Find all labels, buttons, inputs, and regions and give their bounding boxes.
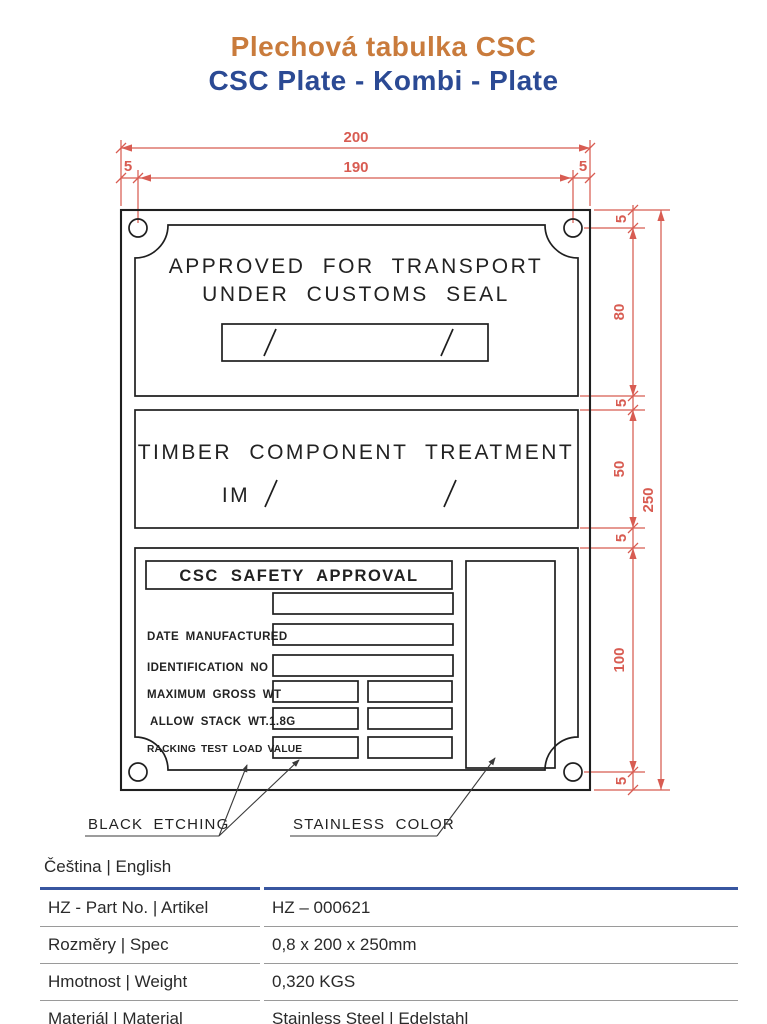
dimension-lines-top: 200 190 5 5 [115,129,596,223]
spec-label-weight: Hmotnost | Weight [40,963,260,1000]
callout-black-etching: BLACK ETCHING [85,759,300,837]
spec-value-part-no: HZ – 000621 [264,887,738,926]
mounting-hole-top-right [563,218,583,238]
slash-mark [440,328,454,357]
field-label-maximum-gross-wt: MAXIMUM GROSS WT [147,689,281,701]
customs-seal-line1: APPROVED FOR TRANSPORT [169,255,543,278]
dim-width-inner: 190 [343,159,368,176]
table-row: Hmotnost | Weight 0,320 KGS [40,963,738,1000]
spec-table-language-header: Čeština | English [44,857,172,876]
dim-seg-gap1: 5 [613,399,630,407]
section-csc-safety-approval: CSC SAFETY APPROVAL DATE MANUFACTURED ID… [134,547,579,771]
section-timber-treatment: TIMBER COMPONENT TREATMENT IM [134,409,579,529]
csc-title: CSC SAFETY APPROVAL [179,567,418,585]
dim-seg-section3: 100 [611,647,628,672]
stainless-color-panel [465,560,556,769]
field-box [272,707,359,730]
field-label-date-manufactured: DATE MANUFACTURED [147,631,288,643]
spec-label-dimensions: Rozměry | Spec [40,926,260,963]
field-box [272,680,359,703]
spec-table: Čeština | English HZ - Part No. | Artike… [36,855,742,1024]
field-box [272,592,454,615]
spec-value-material: Stainless Steel | Edelstahl [264,1000,738,1024]
dim-height-total: 250 [640,487,657,512]
slash-mark [443,479,457,508]
spec-value-weight: 0,320 KGS [264,963,738,1000]
dim-seg-top: 5 [613,215,630,223]
dim-seg-gap2: 5 [613,534,630,542]
technical-drawing: 200 190 5 5 [85,129,670,837]
title-english: CSC Plate - Kombi - Plate [208,65,559,96]
field-label-racking-test: RACKING TEST LOAD VALUE [147,744,302,755]
spec-label-material: Materiál | Material [40,1000,260,1024]
dim-margin-right: 5 [579,158,587,175]
field-box [367,707,453,730]
field-box [367,736,453,759]
field-label-allow-stack-wt: ALLOW STACK WT.1.8G [150,716,296,728]
table-row: Rozměry | Spec 0,8 x 200 x 250mm [40,926,738,963]
title-czech: Plechová tabulka CSC [230,31,537,62]
slash-mark [263,328,277,357]
field-box [272,736,359,759]
spec-label-part-no: HZ - Part No. | Artikel [40,887,260,926]
mounting-hole-bottom-left [128,762,148,782]
slash-mark [264,479,278,508]
black-etching-label: BLACK ETCHING [88,816,229,833]
mounting-hole-bottom-right [563,762,583,782]
spec-value-dimensions: 0,8 x 200 x 250mm [264,926,738,963]
field-box [272,654,454,677]
callout-stainless-color: STAINLESS COLOR [290,757,496,837]
customs-seal-entry-box [221,323,489,362]
table-row: Materiál | Material Stainless Steel | Ed… [40,1000,738,1024]
dim-seg-bottom: 5 [613,777,630,785]
timber-title: TIMBER COMPONENT TREATMENT [138,441,575,464]
table-row: HZ - Part No. | Artikel HZ – 000621 [40,887,738,926]
field-box [272,623,454,646]
csc-title-box [145,560,453,590]
field-box [367,680,453,703]
dimension-lines-right: 5 80 5 50 5 100 5 250 [580,204,670,796]
plate-outline [119,208,592,792]
mounting-hole-top-left [128,218,148,238]
dim-seg-section1: 80 [611,304,628,321]
dim-seg-section2: 50 [611,461,628,478]
customs-seal-line2: UNDER CUSTOMS SEAL [202,283,510,306]
timber-im-prefix: IM [222,484,250,507]
field-label-identification-no: IDENTIFICATION NO [147,662,268,674]
dim-margin-left: 5 [124,158,132,175]
section-customs-seal: APPROVED FOR TRANSPORT UNDER CUSTOMS SEA… [134,224,579,397]
stainless-color-label: STAINLESS COLOR [293,816,455,833]
page-title: Plechová tabulka CSC CSC Plate - Kombi -… [0,30,767,98]
dim-width-total: 200 [343,129,368,146]
